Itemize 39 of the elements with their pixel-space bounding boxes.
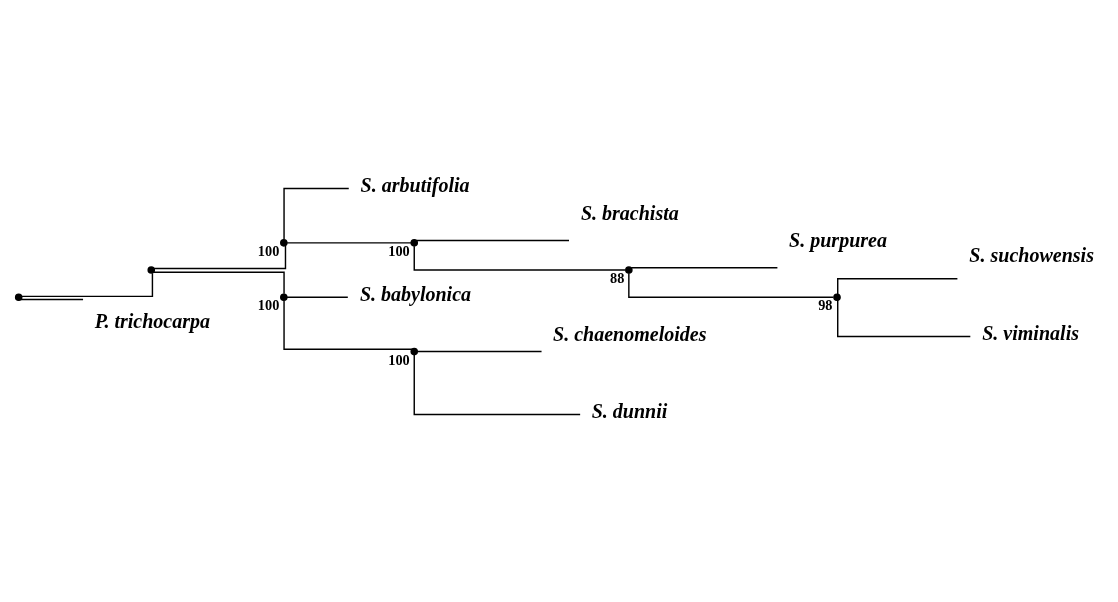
- node-text: S. brachista: [580, 201, 679, 224]
- node-label: 100: [257, 296, 280, 313]
- node-label: 98: [818, 296, 833, 313]
- connector: [283, 299, 413, 350]
- connector: [415, 239, 570, 241]
- connector: [628, 272, 835, 298]
- connector: [20, 298, 84, 300]
- node-text: S. viminalis: [982, 321, 1079, 344]
- node-circle: [833, 292, 841, 301]
- node-text: S. suchowensis: [969, 243, 1094, 266]
- node-text: S. dunnii: [591, 399, 668, 422]
- connector: [152, 271, 285, 294]
- node-label: 100: [388, 242, 410, 259]
- node-circle: [410, 238, 419, 247]
- connector: [413, 353, 581, 415]
- connector: [153, 244, 287, 269]
- node-circle: [14, 292, 23, 301]
- node-text: S. purpurea: [789, 228, 887, 251]
- connector: [417, 350, 543, 352]
- node-label: 100: [257, 242, 280, 259]
- connector: [413, 244, 626, 271]
- connector: [630, 266, 779, 268]
- node-circle: [147, 265, 156, 274]
- node-label: 100: [388, 351, 410, 368]
- connector: [286, 296, 349, 298]
- connector: [286, 241, 412, 244]
- node-text: P. trichocarpa: [94, 309, 211, 332]
- connector: [837, 277, 959, 295]
- connector: [283, 187, 350, 240]
- connector: [21, 272, 154, 297]
- node-text: S. babylonica: [359, 282, 472, 305]
- node-text: S. chaenomeloides: [553, 322, 707, 345]
- node-circle: [625, 265, 633, 274]
- connector: [837, 299, 972, 337]
- node-circle: [410, 347, 419, 355]
- node-label: 88: [610, 269, 625, 286]
- node-circle: [280, 238, 288, 247]
- node-text: S. arbutifolia: [360, 173, 470, 196]
- node-circle: [280, 292, 288, 301]
